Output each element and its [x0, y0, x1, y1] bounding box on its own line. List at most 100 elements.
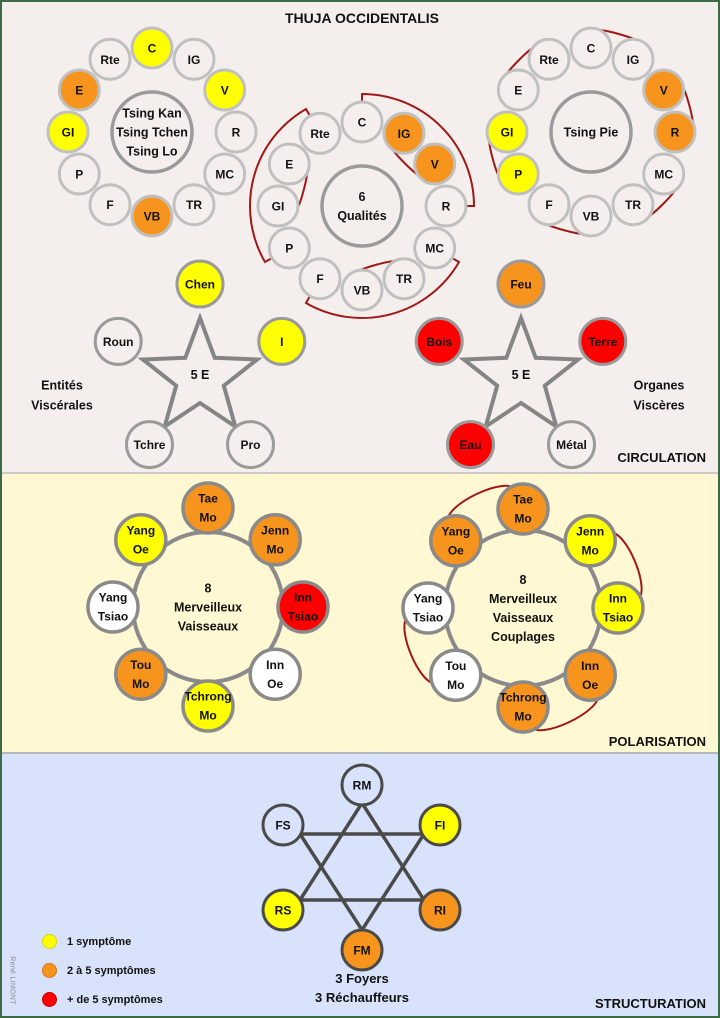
section-label-circulation: CIRCULATION [617, 450, 706, 465]
legend-dot-yellow [42, 934, 57, 949]
node-label: I [280, 335, 283, 349]
node-label: C [587, 42, 596, 56]
node-label: P [75, 168, 83, 182]
node-circle [267, 226, 311, 270]
node-label: TR [396, 272, 412, 286]
legend-item-one: 1 symptôme [42, 934, 131, 949]
node-label: V [660, 84, 668, 98]
node-tr: TR [172, 183, 216, 227]
node-label: FI [435, 819, 446, 833]
node-circle [496, 259, 546, 309]
node-c: C [569, 26, 613, 70]
node-chen: Chen [175, 259, 225, 309]
node-label: IG [398, 127, 411, 141]
node-label: MC [425, 242, 444, 256]
node-circle [424, 184, 468, 228]
node-circle [496, 680, 550, 734]
node-circle [418, 803, 462, 847]
node-circle [496, 152, 540, 196]
node-label: Chen [185, 278, 215, 292]
node-gi: GI [256, 184, 300, 228]
node-rte: Rte [298, 111, 342, 155]
link-c-r [361, 92, 476, 207]
node-circle [485, 110, 529, 154]
node-eau: Eau [446, 420, 495, 470]
node-circle [413, 226, 457, 270]
node-mc: MC [203, 152, 247, 196]
node-circle [86, 580, 140, 634]
node-circle [175, 259, 225, 309]
node-circle [340, 268, 384, 312]
node-circle [130, 26, 174, 70]
node-circle [298, 257, 342, 301]
node-roun: Roun [93, 316, 143, 366]
node-circle [611, 37, 655, 81]
node-circle [340, 763, 384, 807]
node-label: Terre [588, 335, 617, 349]
section-label-structuration: STRUCTURATION [595, 996, 706, 1011]
node-label: F [106, 198, 113, 212]
node-label: V [431, 158, 439, 172]
node-label: P [285, 242, 293, 256]
node-circle [496, 482, 550, 536]
node-circle [611, 183, 655, 227]
node-e: E [57, 68, 101, 112]
node-circle [563, 648, 617, 702]
node-i: I [257, 316, 307, 366]
node-v: V [642, 68, 686, 112]
legend-label: 1 symptôme [67, 935, 132, 948]
node-label: MC [215, 168, 234, 182]
node-vb: VB [569, 194, 613, 238]
node-label: FS [275, 819, 290, 833]
node-p: P [267, 226, 311, 270]
node-circle [226, 420, 275, 470]
node-fs: FS [261, 803, 305, 847]
node-circle [114, 647, 168, 701]
node-circle [93, 316, 143, 366]
node-label: VB [354, 284, 371, 298]
node-bois: Bois [414, 316, 464, 366]
star-center-label: 5 E [191, 368, 210, 382]
legend-item-more-than-five: + de 5 symptômes [42, 992, 163, 1007]
legend-label: + de 5 symptômes [67, 993, 163, 1006]
node-tr: TR [382, 257, 426, 301]
node-circle [382, 257, 426, 301]
link-rte-p [249, 107, 312, 264]
node-gi: GI [46, 110, 90, 154]
node-label: V [221, 84, 229, 98]
node-circle [57, 152, 101, 196]
node-circle [181, 679, 235, 733]
node-circle [418, 888, 462, 932]
node-circle [298, 111, 342, 155]
node-label: VB [144, 210, 161, 224]
node-fm: FM [340, 928, 384, 972]
node-label: GI [501, 126, 514, 140]
node-label: Feu [510, 278, 531, 292]
node-circle [257, 316, 307, 366]
node-rm: RM [340, 763, 384, 807]
node-r: R [653, 110, 697, 154]
